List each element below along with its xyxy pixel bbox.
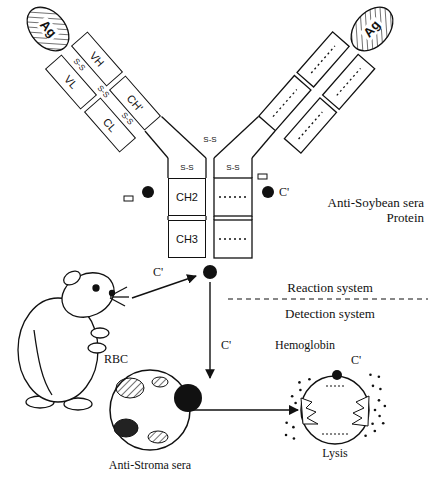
system-divider xyxy=(228,298,428,299)
hemoglobin-dot xyxy=(384,405,387,408)
complement-dot xyxy=(203,265,217,279)
disulfide-bond: S-S xyxy=(180,163,193,173)
red-blood-cell: RBCAnti-Stroma sera xyxy=(110,370,190,450)
complement-label: C' xyxy=(351,353,361,367)
disulfide-bond: S-S xyxy=(203,135,216,145)
heavy-chain xyxy=(167,158,168,178)
heavy-chain xyxy=(251,158,252,178)
domain-detail xyxy=(273,90,297,117)
hemoglobin-dot xyxy=(372,385,375,388)
cell-label: RBC xyxy=(104,352,128,366)
hemoglobin-dot xyxy=(374,409,377,412)
hemoglobin-dot xyxy=(382,422,385,425)
hemoglobin-dot xyxy=(285,434,288,437)
hemoglobin-dots xyxy=(285,373,386,439)
hemoglobin-dot xyxy=(292,426,295,429)
hemoglobin-dot xyxy=(285,421,288,424)
hinge-chain xyxy=(162,117,206,158)
complement-fragment xyxy=(258,174,267,179)
red-blood-cell xyxy=(110,370,202,450)
hemoglobin-dot xyxy=(299,389,302,392)
disulfide-bond: S-S xyxy=(95,84,111,101)
domain-label: CL xyxy=(100,116,119,135)
hemoglobin-dot xyxy=(378,415,381,418)
hemoglobin-dot xyxy=(378,376,381,379)
product-label: Hemoglobin xyxy=(275,338,335,352)
hemoglobin-dot xyxy=(291,395,294,398)
antibody-caption: Anti-Soybean sera Protein xyxy=(306,195,424,225)
domain-box xyxy=(214,178,252,216)
hemoglobin-dot xyxy=(371,422,374,425)
complement-label: C' xyxy=(153,265,163,279)
section-label: Detection system xyxy=(285,306,375,321)
domain-detail xyxy=(311,46,335,73)
hemoglobin-dot xyxy=(298,381,301,384)
heavy-chain xyxy=(205,158,206,178)
domain-box xyxy=(284,98,336,153)
hinge-chain xyxy=(252,131,275,158)
hemoglobin-dot xyxy=(379,388,382,391)
section-label: Reaction system xyxy=(287,280,373,295)
hemoglobin-dot xyxy=(294,402,297,405)
antigen: Ag xyxy=(342,0,403,60)
lysed-cell: Lysis xyxy=(301,376,369,444)
hemoglobin-dot xyxy=(378,399,381,402)
hemoglobin-dot xyxy=(369,373,372,376)
hemoglobin-dot xyxy=(308,378,311,381)
guinea-pig xyxy=(18,265,129,410)
hemoglobin-dot xyxy=(364,434,367,437)
domain-box xyxy=(214,220,252,258)
complement-label: C' xyxy=(221,338,231,352)
lysed-cell xyxy=(301,370,369,444)
domain-label: CH3 xyxy=(176,233,198,246)
complement-label: C' xyxy=(279,185,289,199)
domain-detail xyxy=(299,112,323,139)
cell-label: Lysis xyxy=(322,446,347,460)
cell-label: Anti-Stroma sera xyxy=(109,458,191,472)
flow-arrow xyxy=(193,409,298,411)
domain-label: CH2 xyxy=(176,191,198,204)
domain-detail xyxy=(337,68,361,95)
complement-dot xyxy=(262,186,274,198)
domain-label: VL xyxy=(62,73,81,92)
hinge-chain xyxy=(214,117,258,158)
complement-arrow xyxy=(132,276,196,298)
complement-dots xyxy=(124,174,274,279)
hinge-chain xyxy=(145,131,168,158)
hemoglobin-dot xyxy=(374,430,377,433)
hemoglobin-dot xyxy=(293,437,296,440)
complement-fragment xyxy=(124,196,133,201)
domain-label: VH xyxy=(87,49,107,69)
antigen: Ag xyxy=(17,0,78,60)
disulfide-bond: S-S xyxy=(226,163,239,173)
domain-box: CH3 xyxy=(168,220,206,258)
domain-box xyxy=(323,54,375,109)
domain-detail xyxy=(219,238,247,239)
heavy-chain xyxy=(213,158,214,178)
antibody-outline xyxy=(145,32,375,258)
complement-dot xyxy=(142,186,154,198)
flow-arrow xyxy=(209,282,210,378)
domain-box: CH2 xyxy=(168,178,206,216)
domain-detail xyxy=(219,196,247,197)
domain-label: CH' xyxy=(124,92,146,114)
